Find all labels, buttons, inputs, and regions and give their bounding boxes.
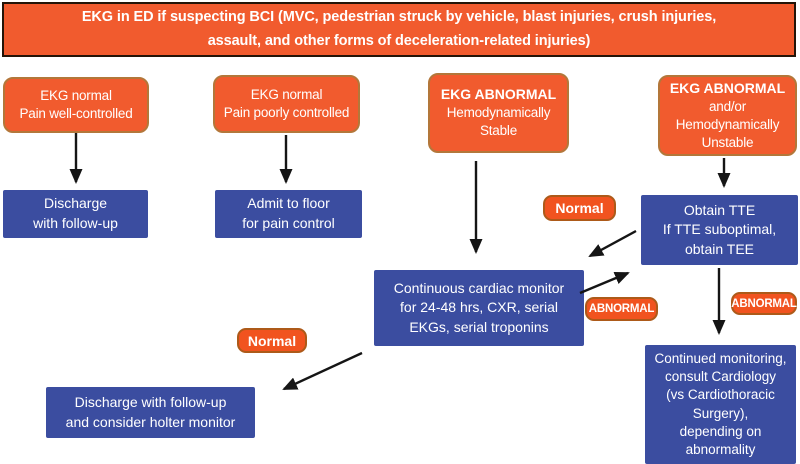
node-line: Hemodynamically — [446, 105, 551, 121]
node-line: abnormality — [685, 441, 756, 457]
node-line: consult Cardiology — [664, 369, 777, 385]
node-ekg-abnormal-hemodynamically-unstable: EKG ABNORMAL and/or Hemodynamically Unst… — [658, 75, 797, 156]
node-line: Admit to floor — [247, 195, 330, 212]
node-discharge-with-followup: Discharge with follow-up — [3, 190, 148, 238]
node-line: EKG normal — [40, 87, 112, 103]
node-line: Surgery), — [692, 405, 749, 421]
node-line: Discharge — [43, 195, 108, 212]
node-line: EKGs, serial troponins — [409, 318, 549, 335]
node-line: Stable — [479, 123, 518, 139]
node-line: Continued monitoring, — [654, 350, 787, 366]
arrow-monitor-normal-to-discharge-holter — [282, 351, 363, 391]
node-heading: EKG ABNORMAL — [669, 79, 786, 96]
node-heading: EKG ABNORMAL — [440, 86, 557, 103]
arrow-monitor-abnormal-to-tte — [579, 271, 630, 295]
edge-label-normal-tte-to-monitor: Normal — [543, 195, 616, 221]
node-line: Hemodynamically — [675, 116, 780, 132]
node-line: (vs Cardiothoracic — [666, 387, 775, 403]
arrow-tte-normal-to-monitor — [588, 229, 637, 258]
flowchart-title-banner: EKG in ED if suspecting BCI (MVC, pedest… — [2, 2, 796, 57]
node-line: and/or — [708, 98, 747, 114]
node-ekg-normal-pain-poorly-controlled: EKG normal Pain poorly controlled — [213, 75, 360, 133]
node-continuous-cardiac-monitor: Continuous cardiac monitor for 24-48 hrs… — [374, 270, 584, 346]
node-line: depending on — [679, 423, 762, 439]
node-line: for 24-48 hrs, CXR, serial — [400, 299, 558, 316]
node-line: obtain TEE — [684, 240, 754, 257]
node-ekg-abnormal-hemodynamically-stable: EKG ABNORMAL Hemodynamically Stable — [428, 73, 569, 153]
edge-label-abnormal-tte-to-continued: ABNORMAL — [731, 292, 797, 315]
node-line: and consider holter monitor — [65, 413, 236, 430]
node-admit-to-floor: Admit to floor for pain control — [215, 190, 362, 238]
node-line: If TTE suboptimal, — [662, 221, 777, 238]
node-line: Unstable — [701, 135, 754, 151]
node-line: Discharge with follow-up — [74, 393, 227, 410]
node-ekg-normal-pain-well-controlled: EKG normal Pain well-controlled — [3, 77, 149, 133]
node-obtain-tte: Obtain TTE If TTE suboptimal, obtain TEE — [641, 195, 798, 265]
node-discharge-holter-monitor: Discharge with follow-up and consider ho… — [46, 387, 255, 438]
node-line: Continuous cardiac monitor — [393, 279, 565, 296]
node-line: with follow-up — [33, 215, 118, 231]
node-line: for pain control — [242, 215, 335, 231]
title-line-1: EKG in ED if suspecting BCI (MVC, pedest… — [81, 9, 717, 26]
node-continued-monitoring-cardiology: Continued monitoring, consult Cardiology… — [645, 345, 796, 464]
node-line: Pain well-controlled — [19, 106, 133, 121]
edge-label-normal-monitor-to-discharge: Normal — [237, 328, 307, 353]
title-line-2: assault, and other forms of deceleration… — [207, 32, 591, 49]
edge-label-abnormal-monitor-to-tte: ABNORMAL — [585, 297, 658, 321]
node-line: EKG normal — [250, 86, 323, 102]
node-line: Obtain TTE — [683, 201, 756, 218]
node-line: Pain poorly controlled — [223, 105, 350, 120]
